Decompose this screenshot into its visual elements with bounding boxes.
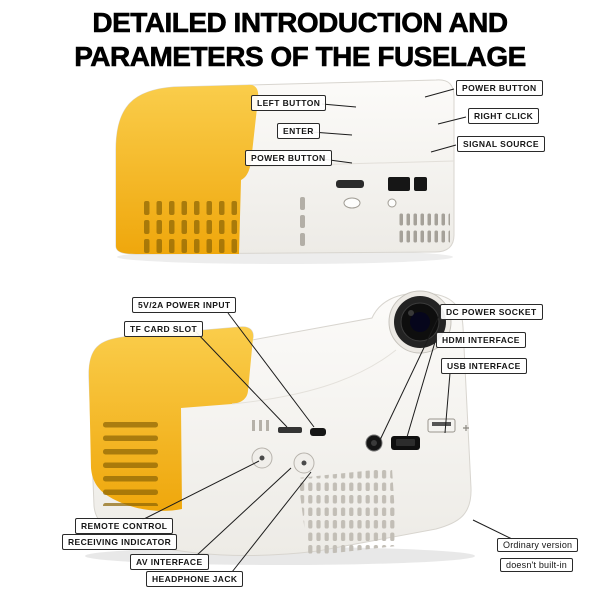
label-remote-control: REMOTE CONTROL bbox=[75, 518, 174, 534]
page-title-line1: DETAILED INTRODUCTION AND bbox=[92, 7, 508, 39]
left-side-vents bbox=[100, 418, 162, 506]
label-av-interface: AV INTERFACE bbox=[130, 554, 209, 570]
label-power-input: 5V/2A POWER INPUT bbox=[132, 297, 237, 313]
label-power-button-right: POWER BUTTON bbox=[456, 80, 543, 96]
leader-lines bbox=[141, 88, 513, 573]
top-rear-grill bbox=[398, 211, 450, 245]
page-title-line2: PARAMETERS OF THE FUSELAGE bbox=[74, 40, 527, 72]
label-dc-power-socket: DC POWER SOCKET bbox=[440, 304, 543, 320]
label-power-button-left: POWER BUTTON bbox=[245, 150, 332, 166]
label-right-click: RIGHT CLICK bbox=[468, 108, 540, 124]
label-signal-source: SIGNAL SOURCE bbox=[457, 136, 545, 152]
power-input-port bbox=[310, 428, 326, 436]
front-grill bbox=[298, 468, 397, 556]
label-usb-interface: USB INTERFACE bbox=[441, 358, 527, 374]
page-title: DETAILED INTRODUCTION AND PARAMETERS OF … bbox=[0, 6, 600, 73]
label-hdmi-interface: HDMI INTERFACE bbox=[436, 332, 526, 348]
label-enter: ENTER bbox=[277, 123, 320, 139]
label-left-button: LEFT BUTTON bbox=[251, 95, 327, 111]
top-projector-view bbox=[115, 79, 455, 264]
top-port-b bbox=[414, 177, 427, 191]
label-receiving-indicator: RECEIVING INDICATOR bbox=[62, 534, 178, 550]
label-tf-card-slot: TF CARD SLOT bbox=[124, 321, 204, 337]
top-oval-button bbox=[343, 197, 361, 209]
top-port-slot bbox=[336, 180, 364, 188]
top-yellow-vents bbox=[142, 199, 242, 256]
lens bbox=[388, 290, 452, 354]
tf-card-slot-port bbox=[278, 427, 302, 433]
top-port-a bbox=[388, 177, 410, 191]
note-line2: doesn't built-in bbox=[500, 558, 573, 572]
note-line1: Ordinary version bbox=[497, 538, 579, 552]
label-headphone-jack: HEADPHONE JACK bbox=[146, 571, 244, 587]
